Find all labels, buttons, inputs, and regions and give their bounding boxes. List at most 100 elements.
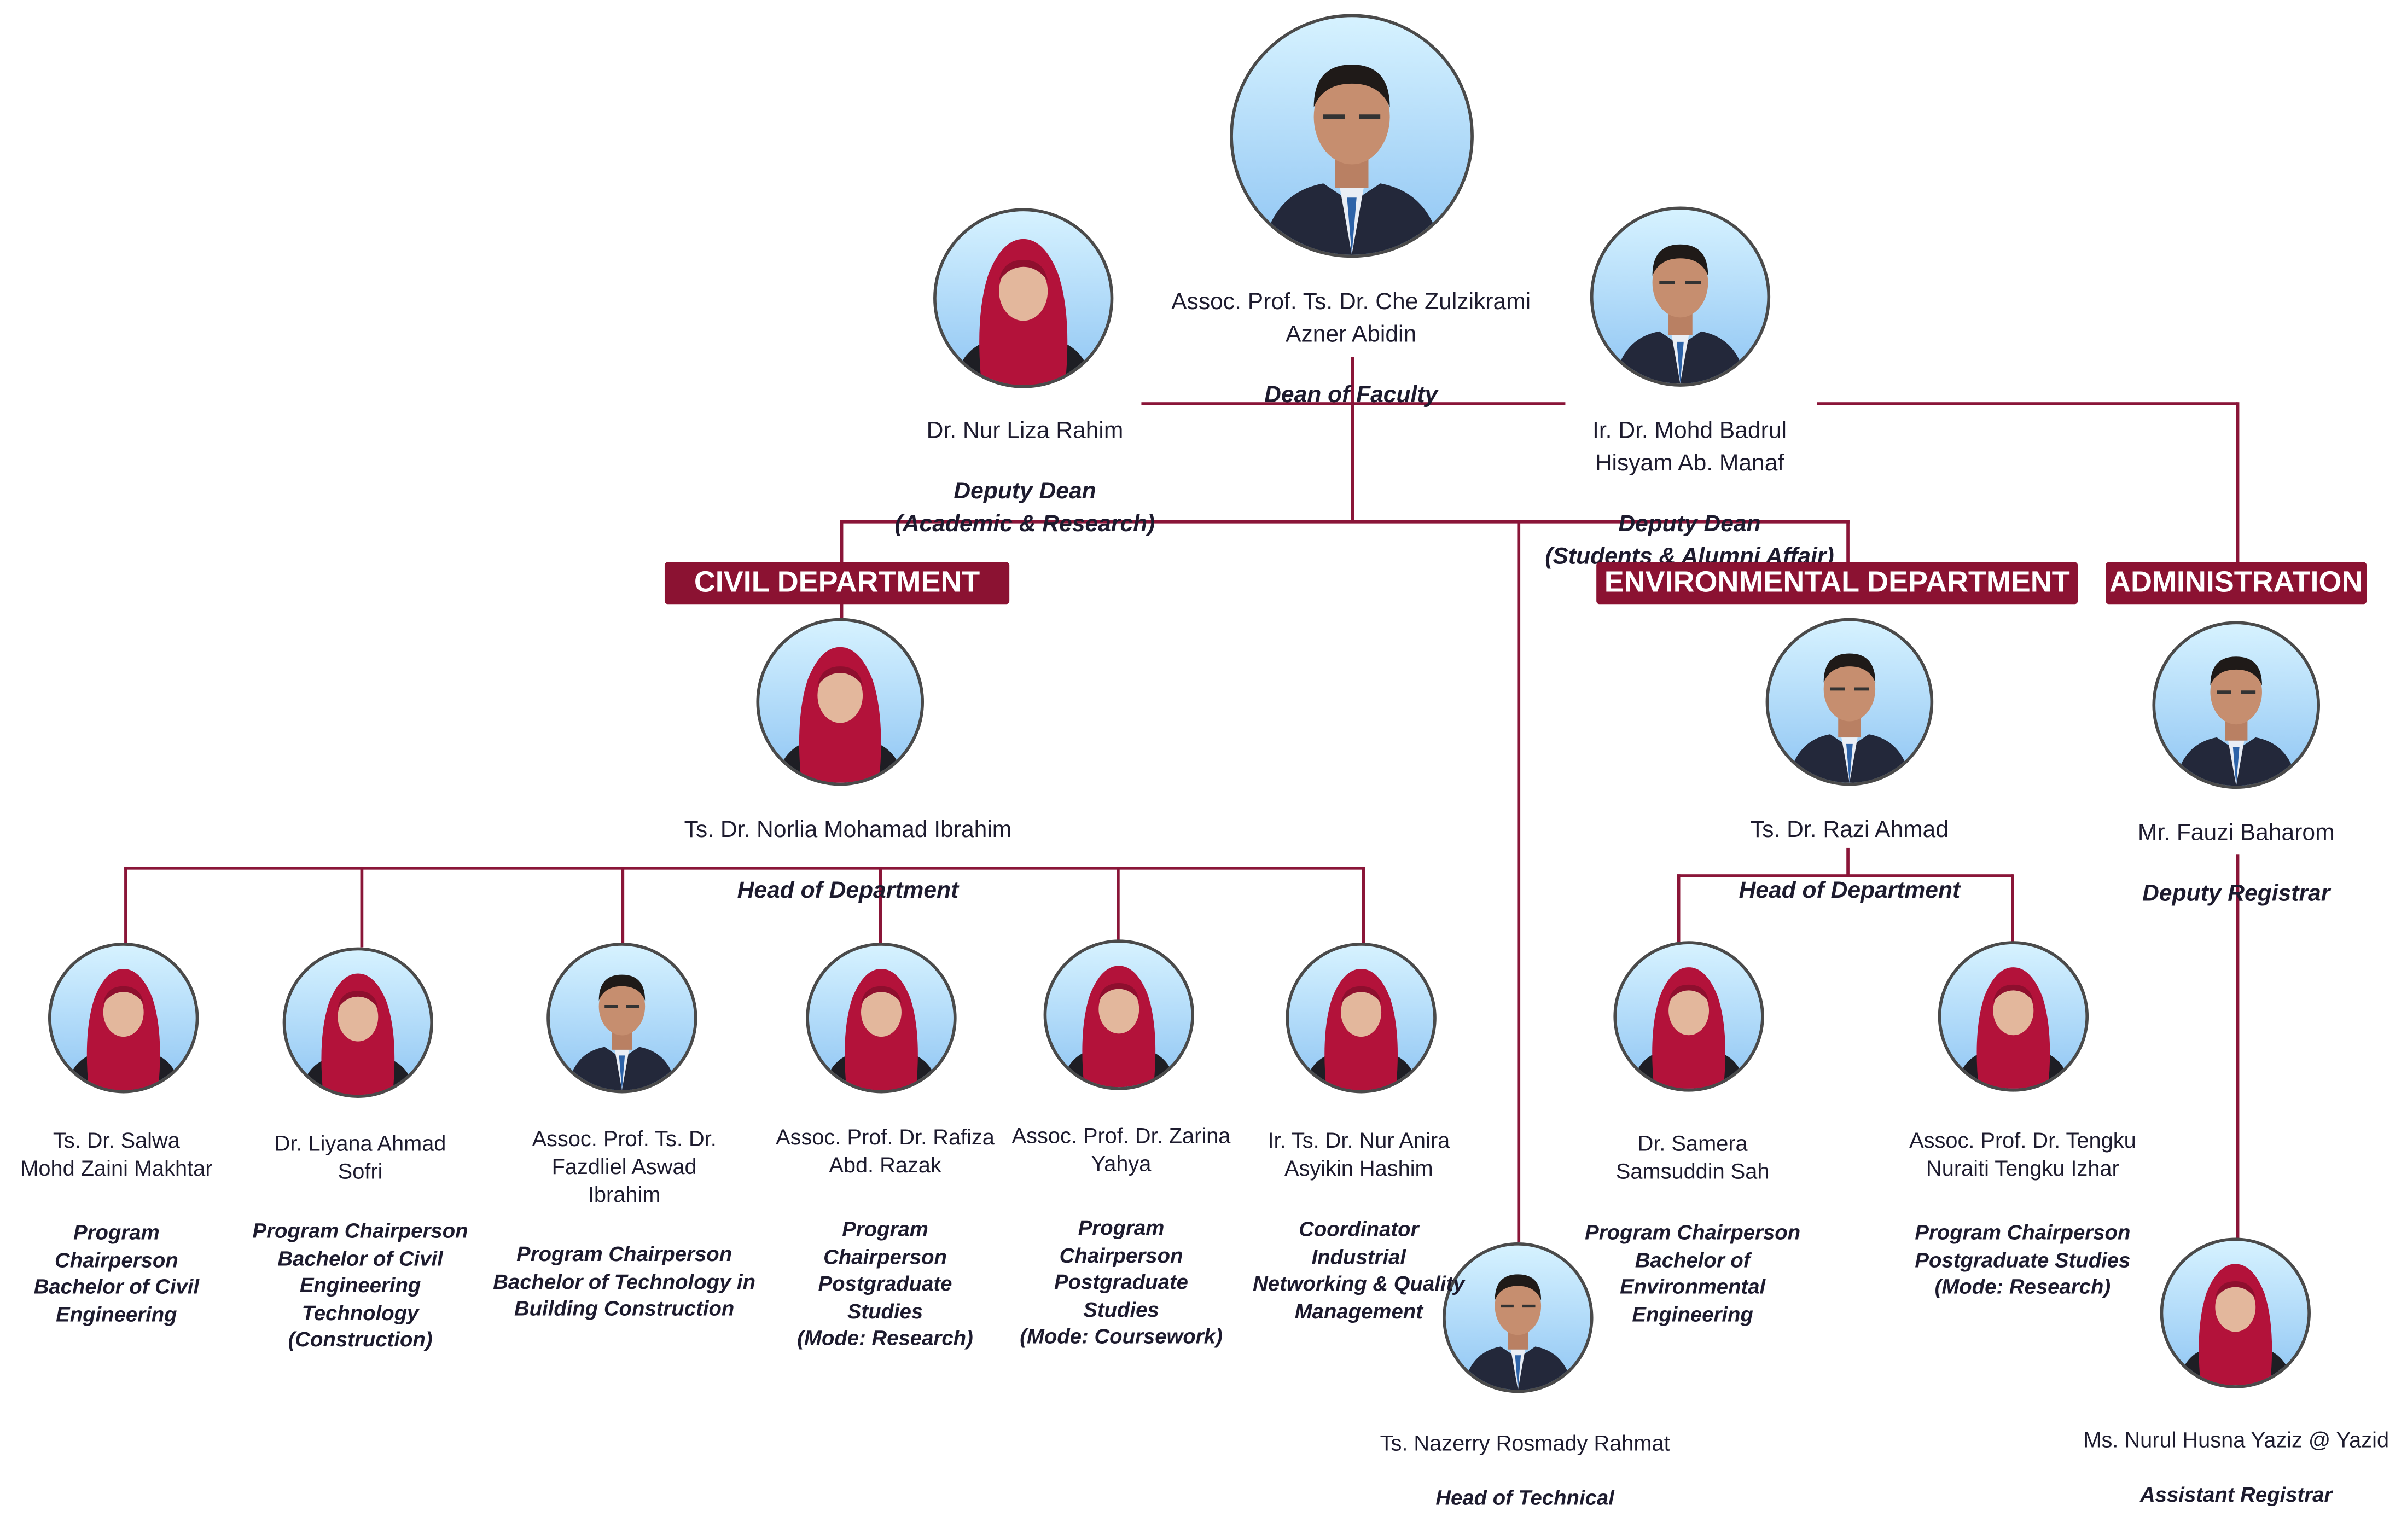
person-role: Assistant Registrar <box>2139 1483 2333 1507</box>
env-staff-photo <box>1613 941 1764 1092</box>
civil-staff-photo <box>48 943 199 1094</box>
person-name: Ir. Dr. Mohd Badrul Hisyam Ab. Manaf <box>1592 417 1787 477</box>
person-silhouette-icon <box>2175 656 2298 786</box>
connector <box>1117 866 1119 942</box>
org-chart: CIVIL DEPARTMENT ENVIRONMENTAL DEPARTMEN… <box>0 14 2392 1509</box>
person-name: Mr. Fauzi Baharom <box>2137 820 2335 847</box>
civil-staff-photo <box>806 943 957 1094</box>
person-silhouette-icon <box>1061 966 1177 1088</box>
civil-staff-card: Assoc. Prof. Ts. Dr. Fazdliel Aswad Ibra… <box>485 1096 764 1350</box>
dean-card: Assoc. Prof. Ts. Dr. Che Zulzikrami Azne… <box>1118 258 1584 439</box>
person-name: Assoc. Prof. Dr. Zarina Yahya <box>1011 1123 1231 1176</box>
person-role: Program Chairperson Bachelor of Civil En… <box>252 1219 468 1351</box>
person-name: Assoc. Prof. Dr. Tengku Nuraiti Tengku I… <box>1909 1127 2136 1181</box>
connector <box>1817 402 2238 405</box>
person-name: Ts. Nazerry Rosmady Rahmat <box>1380 1430 1670 1455</box>
person-silhouette-icon <box>66 969 182 1090</box>
connector <box>1677 874 2013 877</box>
person-name: Ms. Nurul Husna Yaziz @ Yazid <box>2083 1427 2389 1452</box>
person-name: Assoc. Prof. Dr. Rafiza Abd. Razak <box>776 1124 995 1177</box>
person-silhouette-icon <box>1303 969 1419 1090</box>
civil-department-banner: CIVIL DEPARTMENT <box>664 562 1010 605</box>
civil-staff-card: Assoc. Prof. Dr. Rafiza Abd. Razak Progr… <box>767 1095 1003 1380</box>
connector <box>1846 847 1849 876</box>
civil-staff-card: Dr. Liyana Ahmad Sofri Program Chairpers… <box>236 1101 484 1381</box>
env-head-photo <box>1765 618 1934 786</box>
person-name: Dr. Samera Samsuddin Sah <box>1615 1130 1770 1184</box>
admin-staff-photo <box>2160 1237 2311 1388</box>
person-name: Dr. Liyana Ahmad Sofri <box>274 1130 446 1184</box>
env-staff-photo <box>1938 941 2089 1092</box>
civil-staff-photo <box>282 947 433 1098</box>
person-role: Program Chairperson Postgraduate Studies… <box>1915 1221 2131 1299</box>
connector <box>840 520 1850 523</box>
person-name: Ir. Ts. Dr. Nur Anira Asyikin Hashim <box>1268 1127 1450 1181</box>
person-role: Head of Department <box>1739 877 1961 904</box>
person-silhouette-icon <box>1614 244 1747 384</box>
administration-banner: ADMINISTRATION <box>2106 562 2367 605</box>
person-silhouette-icon <box>954 239 1093 385</box>
person-silhouette-icon <box>1631 967 1747 1089</box>
person-name: Dr. Nur Liza Rahim <box>926 417 1124 444</box>
person-role: Head of Department <box>737 877 959 904</box>
person-role: Coordinator Industrial Networking & Qual… <box>1253 1217 1465 1323</box>
connector <box>1846 520 1849 562</box>
civil-head-card: Ts. Dr. Norlia Mohamad Ibrahim Head of D… <box>631 786 1066 935</box>
admin-head-card: Mr. Fauzi Baharom Deputy Registrar <box>2081 789 2392 938</box>
connector <box>2236 402 2239 562</box>
person-role: Program Chairperson Bachelor of Environm… <box>1585 1221 1801 1326</box>
deputy-academic-card: Dr. Nur Liza Rahim Deputy Dean (Academic… <box>839 387 1211 568</box>
person-silhouette-icon <box>775 647 905 783</box>
technical-head-card: Ts. Nazerry Rosmady Rahmat Head of Techn… <box>1335 1401 1714 1540</box>
connector <box>1677 874 1680 943</box>
person-silhouette-icon <box>1463 1274 1573 1390</box>
person-role: Program Chairperson Bachelor of Technolo… <box>493 1242 756 1320</box>
civil-staff-card: Ir. Ts. Dr. Nur Anira Asyikin Hashim Coo… <box>1242 1098 1475 1353</box>
connector <box>879 866 882 944</box>
person-name: Ts. Dr. Salwa Mohd Zaini Makhtar <box>20 1127 213 1181</box>
env-staff-card: Assoc. Prof. Dr. Tengku Nuraiti Tengku I… <box>1894 1098 2150 1329</box>
deputy-students-photo <box>1590 206 1771 387</box>
person-name: Ts. Dr. Norlia Mohamad Ibrahim <box>684 817 1012 844</box>
person-name: Assoc. Prof. Ts. Dr. Che Zulzikrami Azne… <box>1171 288 1531 348</box>
person-role: Deputy Dean (Academic & Research) <box>894 478 1155 538</box>
person-role: Head of Technical <box>1435 1486 1614 1510</box>
connector <box>1517 520 1520 1242</box>
person-name: Assoc. Prof. Ts. Dr. Fazdliel Aswad Ibra… <box>532 1126 717 1207</box>
connector <box>2236 854 2239 1240</box>
person-silhouette-icon <box>2177 1264 2293 1386</box>
connector <box>621 866 624 944</box>
person-role: Dean of Faculty <box>1264 382 1438 409</box>
civil-staff-photo <box>1286 943 1437 1094</box>
person-silhouette-icon <box>1955 967 2071 1089</box>
connector <box>360 866 363 948</box>
person-silhouette-icon <box>823 969 939 1090</box>
admin-head-photo <box>2152 621 2321 789</box>
civil-staff-photo <box>1043 939 1194 1090</box>
connector <box>124 866 127 944</box>
civil-head-photo <box>756 618 925 786</box>
person-silhouette-icon <box>1261 65 1443 255</box>
civil-staff-card: Assoc. Prof. Dr. Zarina Yahya Program Ch… <box>1003 1093 1239 1378</box>
civil-staff-photo <box>546 943 697 1094</box>
connector <box>124 866 1364 869</box>
connector <box>2011 874 2014 943</box>
deputy-academic-photo <box>933 208 1114 388</box>
person-role: Deputy Registrar <box>2142 880 2330 907</box>
connector <box>1351 357 1354 522</box>
civil-staff-card: Ts. Dr. Salwa Mohd Zaini Makhtar Program… <box>0 1098 233 1356</box>
dean-photo <box>1230 14 1474 258</box>
technical-head-photo <box>1443 1242 1594 1393</box>
admin-staff-card: Ms. Nurul Husna Yaziz @ Yazid Assistant … <box>2065 1398 2407 1537</box>
person-role: Program Chairperson Bachelor of Civil En… <box>33 1221 200 1326</box>
person-silhouette-icon <box>1788 653 1911 783</box>
person-silhouette-icon <box>300 973 416 1095</box>
deputy-students-card: Ir. Dr. Mohd Badrul Hisyam Ab. Manaf Dep… <box>1487 387 1891 601</box>
env-staff-card: Dr. Samera Samsuddin Sah Program Chairpe… <box>1568 1101 1817 1356</box>
connector <box>840 602 843 621</box>
person-role: Program Chairperson Postgraduate Studies… <box>1020 1216 1223 1348</box>
person-silhouette-icon <box>567 974 677 1090</box>
person-name: Ts. Dr. Razi Ahmad <box>1750 817 1949 844</box>
environmental-department-banner: ENVIRONMENTAL DEPARTMENT <box>1596 562 2078 605</box>
env-head-card: Ts. Dr. Razi Ahmad Head of Department <box>1663 786 2036 935</box>
